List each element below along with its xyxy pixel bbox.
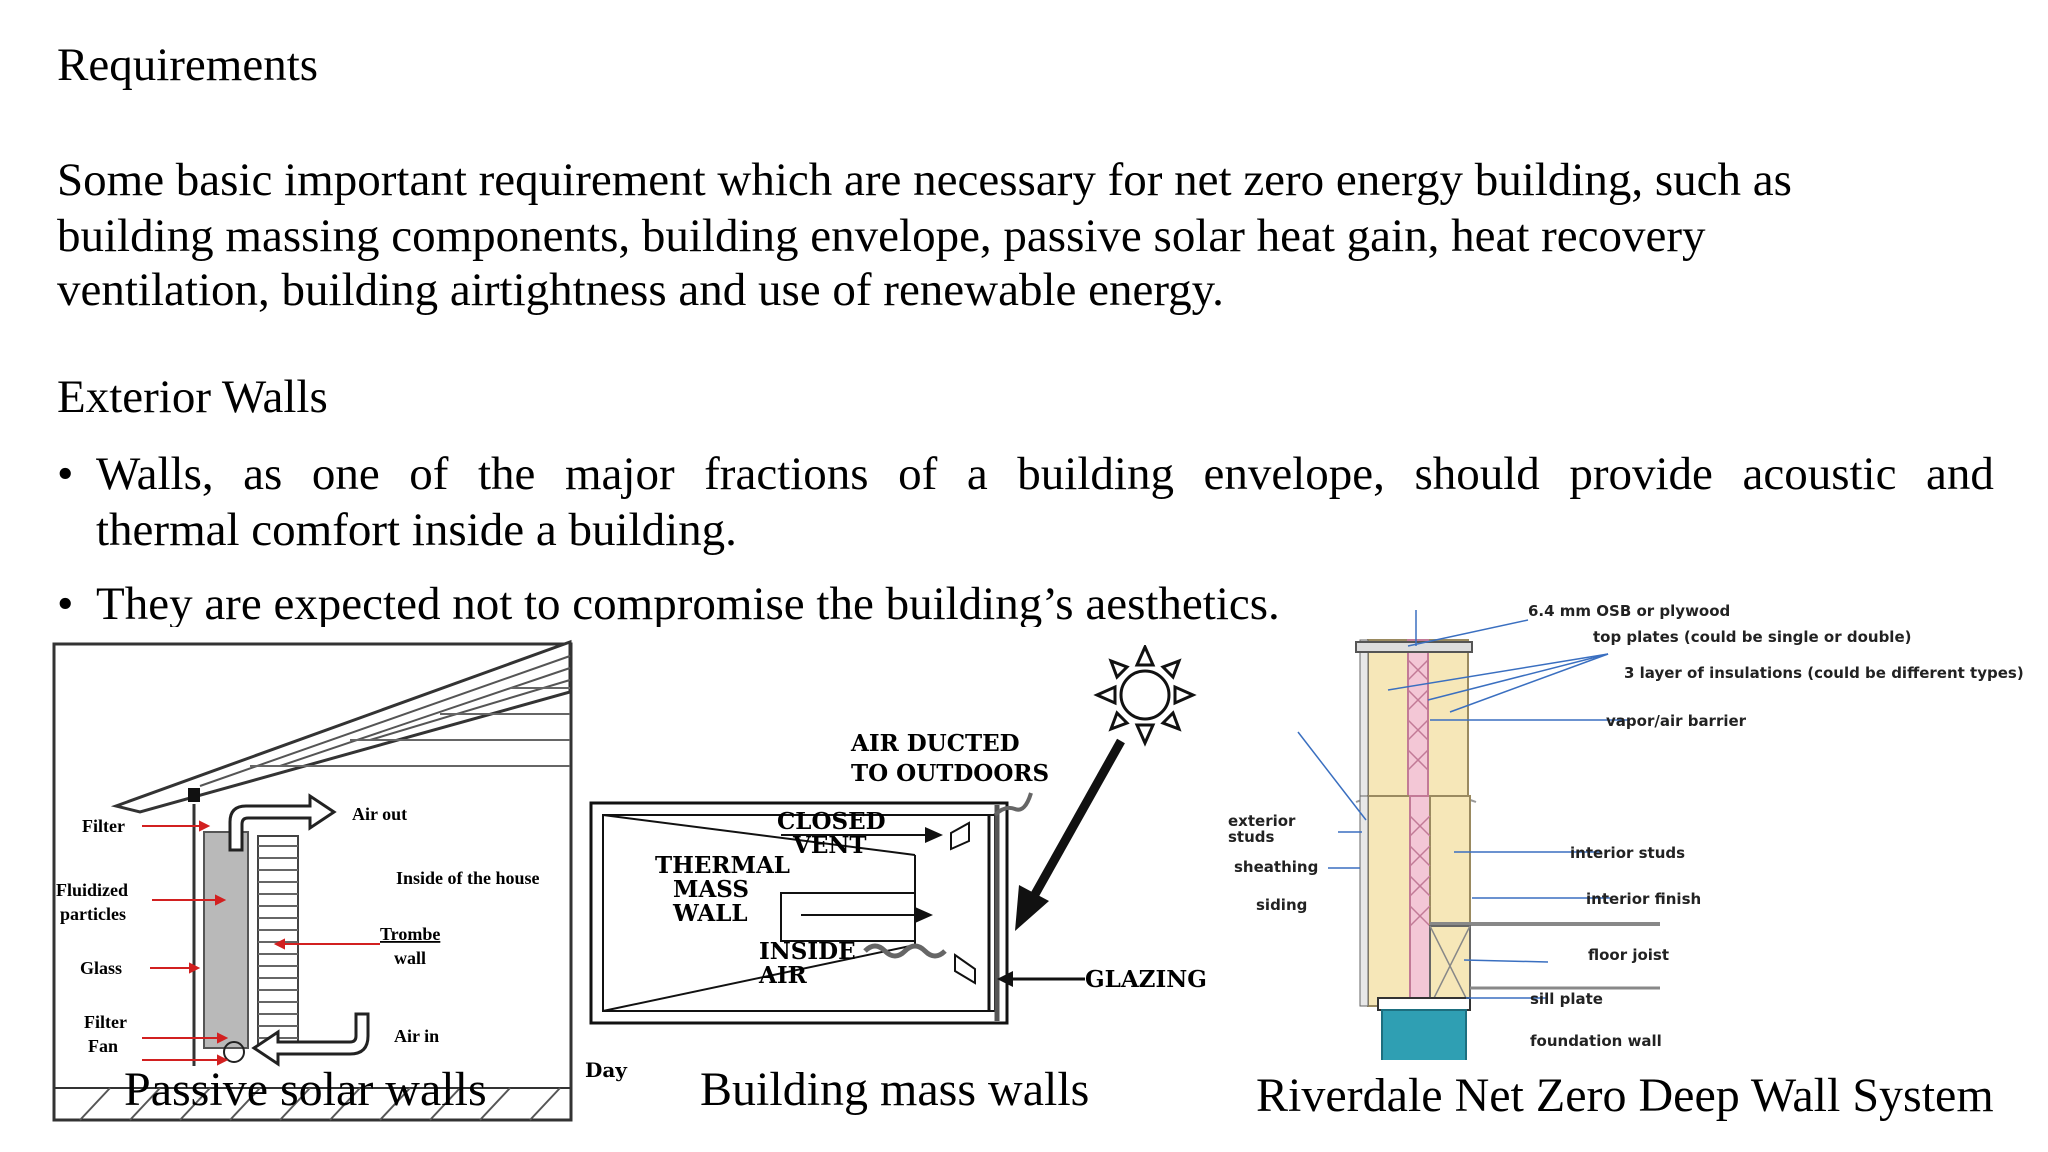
- label-filter-top: Filter: [82, 816, 125, 836]
- label-glass: Glass: [80, 958, 122, 978]
- bullet-dot: •: [57, 578, 74, 630]
- caption-riverdale-deep-wall: Riverdale Net Zero Deep Wall System: [1256, 1069, 1994, 1122]
- deep-wall-system-diagram: 6.4 mm OSB or plywood top plates (could …: [1228, 602, 2024, 1060]
- label-filter-bottom: Filter: [84, 1012, 127, 1032]
- section-heading-requirements: Requirements: [57, 39, 319, 91]
- label-glazing: GLAZING: [1085, 966, 1207, 993]
- passive-solar-wall-diagram: Filter Air out Fluidized particles Insid…: [52, 639, 573, 1122]
- caption-passive-solar-walls: Passive solar walls: [124, 1063, 487, 1116]
- bullet-1-word: of: [898, 448, 938, 500]
- label-floor-joist: floor joist: [1588, 946, 1669, 964]
- label-air-out: Air out: [352, 804, 407, 824]
- label-osb: 6.4 mm OSB or plywood: [1528, 602, 1730, 620]
- bullet-1-word: fractions: [704, 448, 869, 500]
- bullet-1-word: building: [1017, 448, 1174, 500]
- label-thermal-1: THERMAL: [655, 852, 790, 879]
- bullet-1-word: Walls,: [96, 448, 214, 500]
- label-thermal-3: WALL: [672, 900, 748, 927]
- building-mass-wall-diagram: AIR DUCTED TO OUTDOORS CLOSED VENT THERM…: [585, 645, 1207, 1082]
- label-inside-air-1: INSIDE: [759, 938, 856, 965]
- label-inside-air-2: AIR: [758, 962, 808, 989]
- label-fluidized-1: Fluidized: [56, 880, 128, 900]
- bullet-1-line2: thermal comfort inside a building.: [96, 504, 737, 556]
- label-int-studs: interior studs: [1570, 844, 1685, 862]
- label-trombe-1: Trombe: [380, 924, 440, 944]
- label-insulation: 3 layer of insulations (could be differe…: [1624, 664, 2024, 682]
- label-day: Day: [585, 1058, 628, 1082]
- label-closed-vent-1: CLOSED: [777, 808, 886, 835]
- label-fan: Fan: [88, 1036, 118, 1056]
- label-vapor: vapor/air barrier: [1606, 712, 1747, 730]
- label-ext-studs-1: exterior: [1228, 812, 1296, 830]
- label-air-ducted-2: TO OUTDOORS: [851, 760, 1049, 787]
- bullet-2-text: They are expected not to compromise the …: [96, 578, 1280, 627]
- bullet-1-word: one: [311, 448, 380, 500]
- section-heading-exterior-walls: Exterior Walls: [57, 371, 328, 423]
- bullet-1-word: and: [1926, 448, 1994, 500]
- requirements-paragraph-line1: Some basic important requirement which a…: [57, 154, 1792, 206]
- bullet-1-word: a: [966, 448, 988, 500]
- label-sheathing: sheathing: [1234, 858, 1318, 876]
- label-int-finish: interior finish: [1586, 890, 1701, 908]
- bullet-1-word: the: [478, 448, 536, 500]
- label-ext-studs-2: studs: [1228, 828, 1275, 846]
- bullet-1-word: envelope,: [1203, 448, 1385, 500]
- caption-building-mass-walls: Building mass walls: [700, 1063, 1090, 1116]
- label-closed-vent-2: VENT: [792, 832, 867, 859]
- requirements-paragraph-line2: building massing components, building en…: [57, 210, 1706, 262]
- label-thermal-2: MASS: [673, 876, 749, 903]
- bullet-1-word: acoustic: [1742, 448, 1897, 500]
- requirements-paragraph-line3: ventilation, building airtightness and u…: [57, 264, 1224, 316]
- label-sill-plate: sill plate: [1530, 990, 1603, 1008]
- bullet-1-word: of: [409, 448, 449, 500]
- label-air-in: Air in: [394, 1026, 439, 1046]
- label-air-ducted-1: AIR DUCTED: [850, 730, 1020, 757]
- label-siding: siding: [1256, 896, 1307, 914]
- bullet-1-word: should: [1414, 448, 1540, 500]
- bullet-1-word: as: [243, 448, 283, 500]
- label-top-plates: top plates (could be single or double): [1593, 628, 1911, 646]
- bullet-dot: •: [57, 448, 74, 500]
- label-foundation: foundation wall: [1530, 1032, 1662, 1050]
- bullet-1-word: provide: [1569, 448, 1713, 500]
- label-trombe-2: wall: [394, 948, 426, 968]
- label-inside-house: Inside of the house: [396, 868, 540, 888]
- bullet-1-word: major: [564, 448, 675, 500]
- label-fluidized-2: particles: [60, 904, 126, 924]
